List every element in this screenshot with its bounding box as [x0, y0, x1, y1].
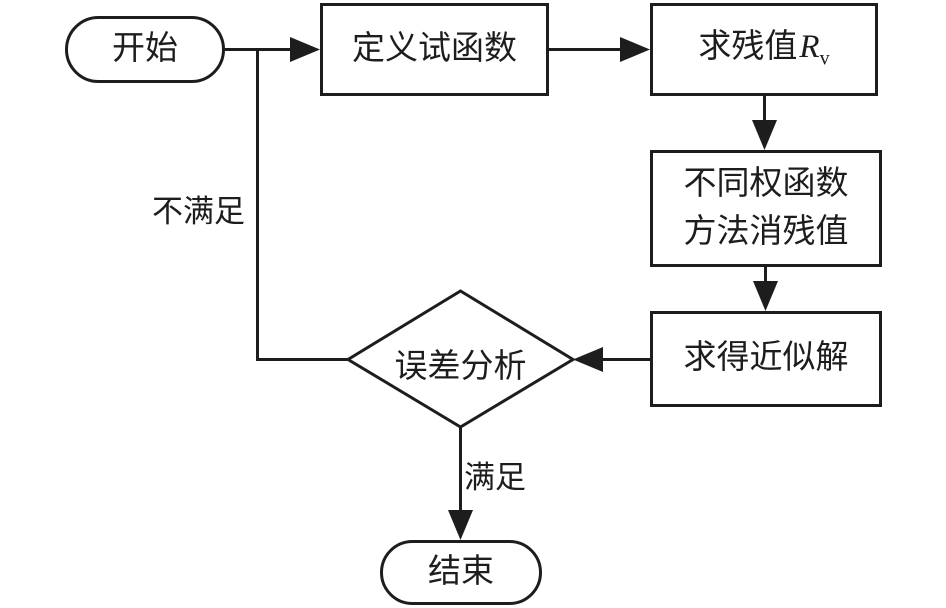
node-define-trial-function: 定义试函数	[320, 3, 549, 96]
node-approx-solution: 求得近似解	[650, 311, 882, 407]
edge-label-satisfied: 满足	[464, 460, 526, 495]
node-compute-residual: 求残值Rv	[650, 3, 878, 96]
node-weight-elimination: 不同权函数 方法消残值	[650, 150, 882, 267]
arrowhead-into-end	[448, 510, 473, 540]
node-residual-label: 求残值Rv	[698, 29, 829, 71]
residual-subscript-v: v	[819, 47, 830, 70]
arrowhead-into-decision	[573, 347, 603, 372]
edge-label-not-satisfied: 不满足	[152, 194, 245, 229]
node-solution-label: 求得近似解	[683, 340, 849, 377]
node-end: 结束	[380, 540, 542, 605]
weight-label-line2: 方法消残值	[683, 213, 849, 250]
node-weight-label: 不同权函数 方法消残值	[684, 161, 849, 257]
node-error-analysis-label: 误差分析	[394, 349, 527, 385]
node-start-label: 开始	[112, 30, 178, 67]
node-start: 开始	[65, 16, 225, 83]
residual-var-R: R	[799, 28, 820, 65]
residual-label-prefix: 求残值	[698, 28, 798, 65]
node-end-label: 结束	[428, 553, 494, 590]
arrowhead-into-define	[290, 37, 320, 62]
arrowhead-into-weight	[752, 120, 777, 150]
arrowhead-into-residual	[620, 37, 650, 62]
weight-label-line1: 不同权函数	[683, 165, 849, 202]
edge-feedback-not-satisfied	[256, 49, 348, 361]
decision-diamond-shape	[345, 289, 576, 429]
node-define-label: 定义试函数	[352, 30, 517, 67]
arrowhead-into-solution	[753, 281, 778, 311]
